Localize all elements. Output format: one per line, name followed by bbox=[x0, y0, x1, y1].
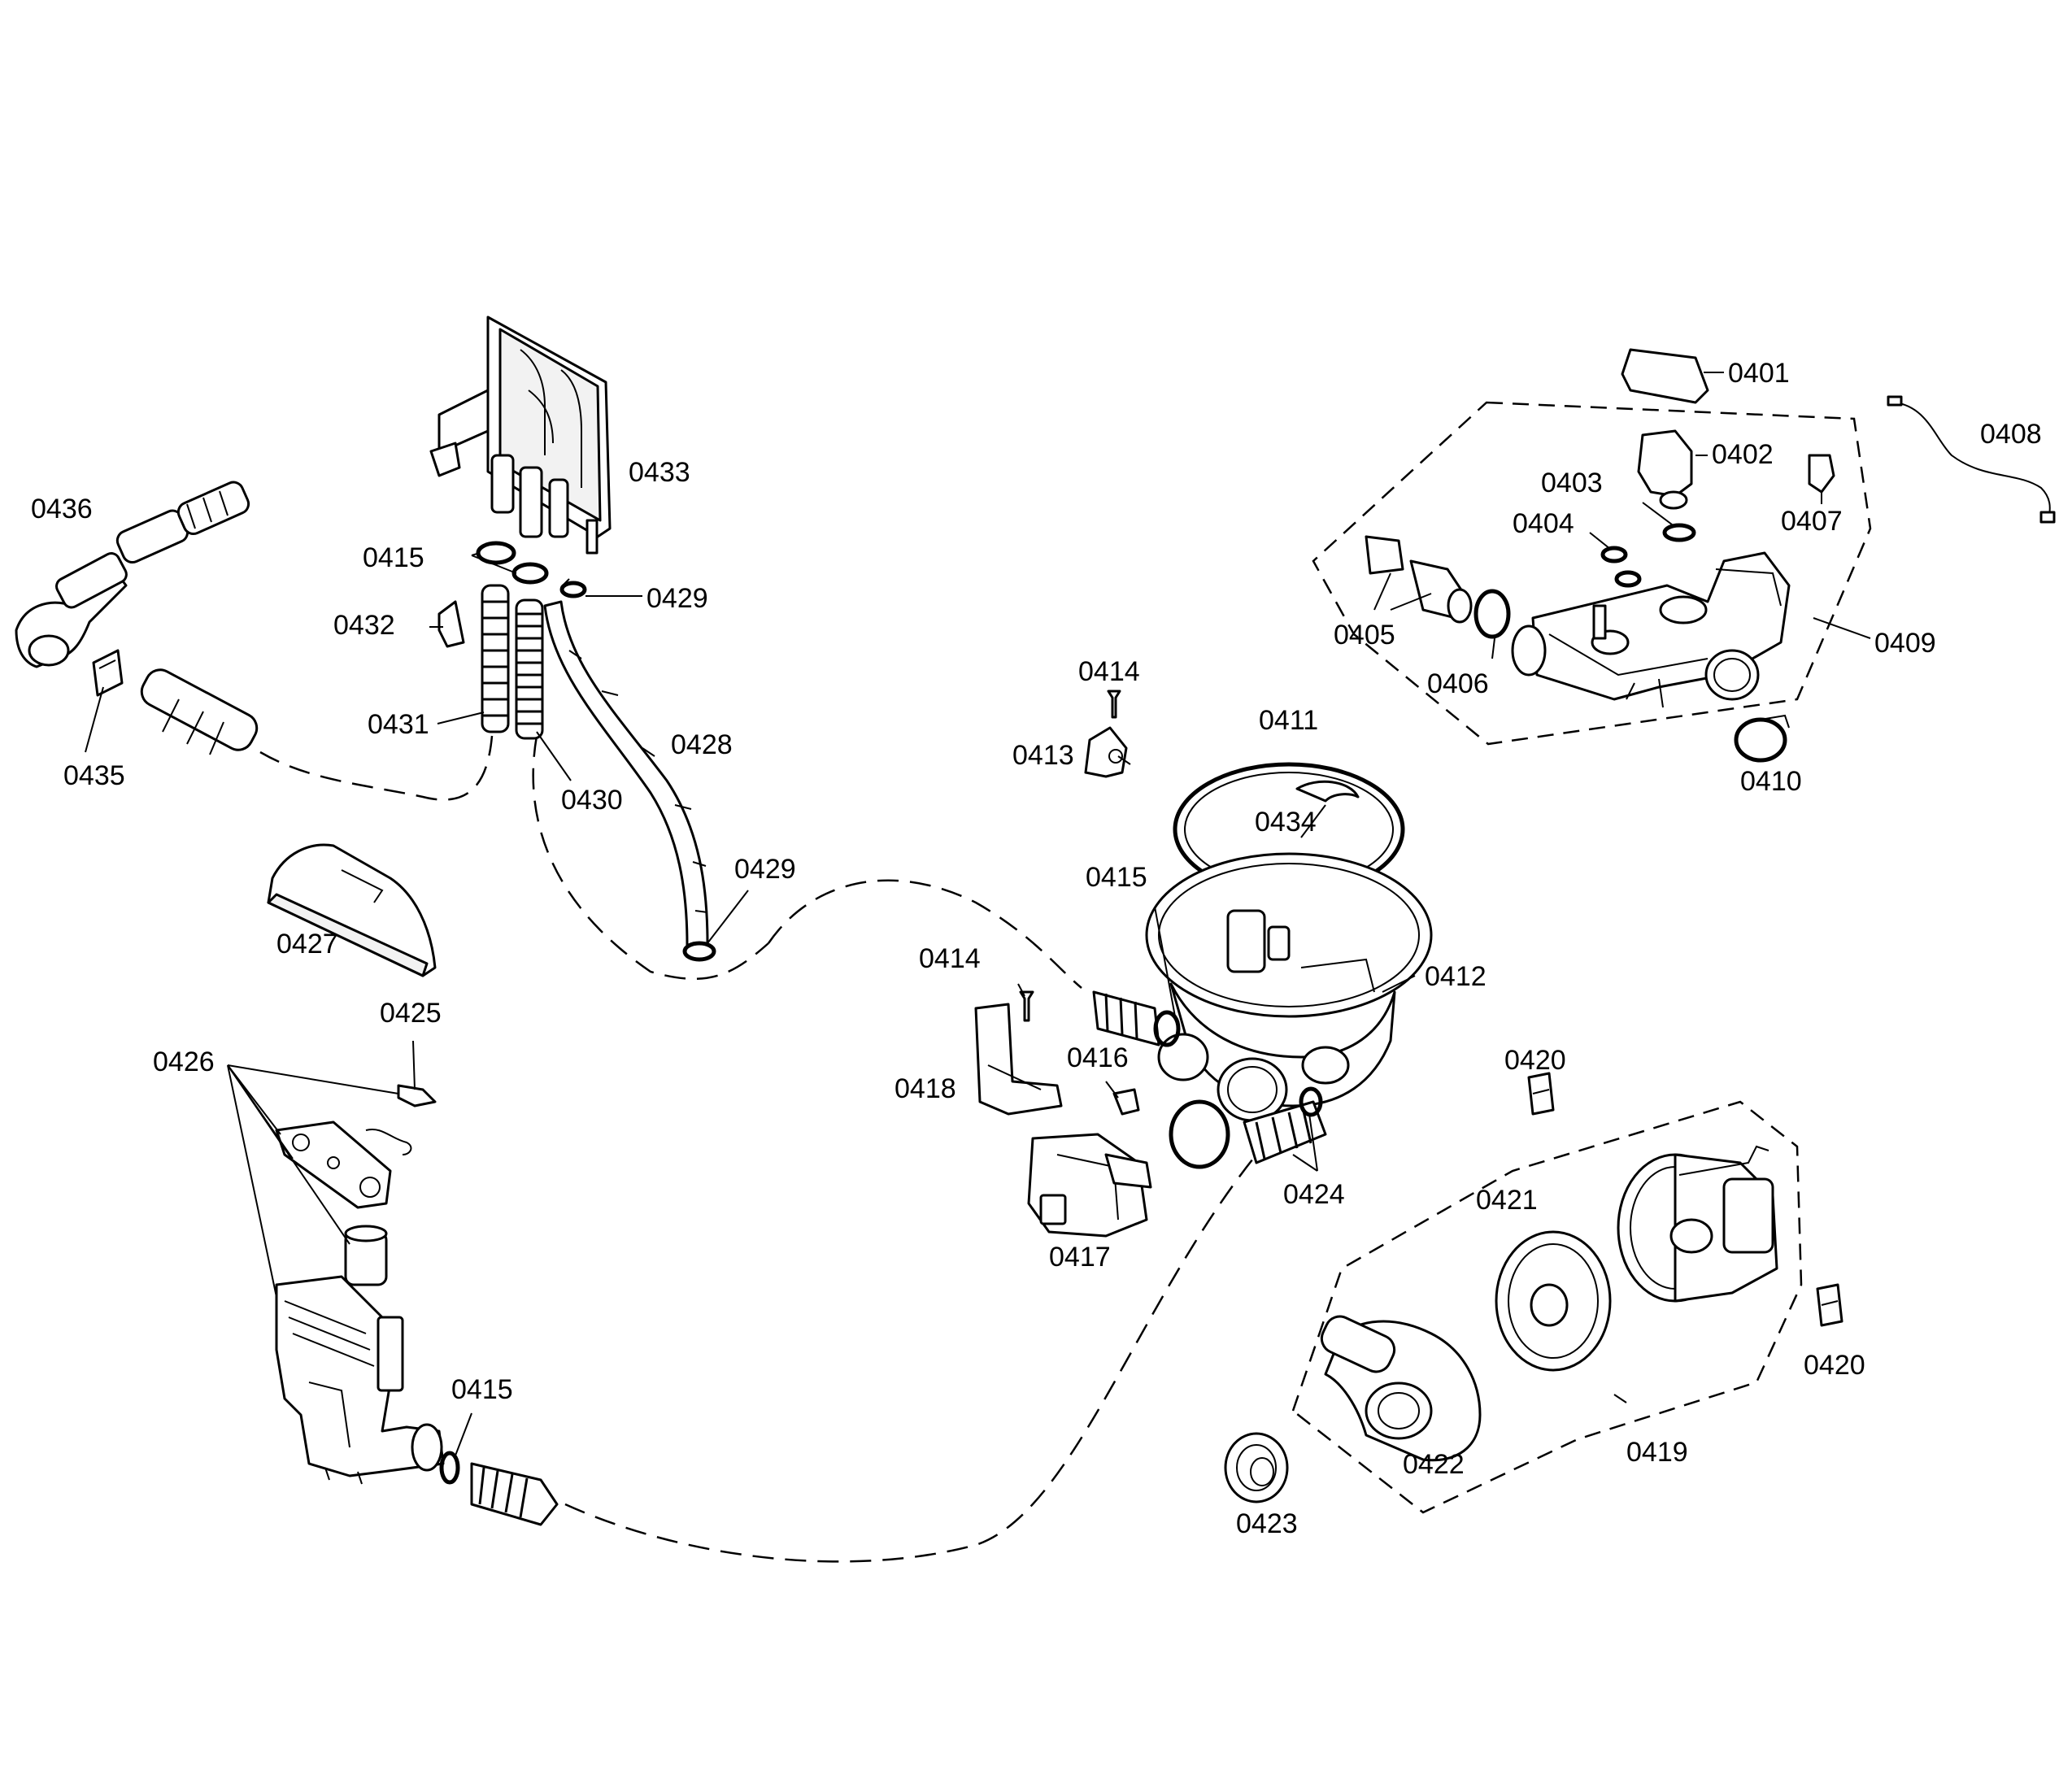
part-0424-large-seal-ring bbox=[1169, 1099, 1230, 1169]
label-0429-top: 0429 bbox=[646, 583, 708, 614]
label-0435: 0435 bbox=[63, 760, 125, 791]
label-0415-top: 0415 bbox=[363, 542, 424, 573]
part-0412-sump-housing bbox=[1145, 852, 1433, 1122]
label-0431: 0431 bbox=[368, 709, 429, 740]
part-0429-clamp-bottom bbox=[682, 941, 716, 962]
label-0427: 0427 bbox=[276, 929, 338, 959]
label-0419: 0419 bbox=[1626, 1437, 1688, 1468]
label-0417: 0417 bbox=[1049, 1242, 1111, 1273]
label-0425: 0425 bbox=[380, 998, 442, 1029]
label-0408: 0408 bbox=[1980, 419, 2042, 450]
label-0429-bottom: 0429 bbox=[734, 854, 796, 885]
part-0414-screw-top bbox=[1107, 690, 1121, 719]
part-0418-bracket bbox=[974, 1003, 1063, 1116]
part-0435-clip bbox=[92, 649, 124, 697]
label-0420-right: 0420 bbox=[1804, 1350, 1865, 1381]
part-0424-bellows bbox=[1243, 1100, 1327, 1164]
part-0401-cap bbox=[1621, 348, 1709, 404]
part-0406-seal-ring bbox=[1473, 589, 1511, 639]
part-0423-grommet bbox=[1224, 1432, 1289, 1503]
part-0419-motor-housing bbox=[1617, 1145, 1778, 1303]
label-0411: 0411 bbox=[1259, 705, 1318, 736]
label-0416: 0416 bbox=[1067, 1042, 1129, 1073]
part-0426-float bbox=[344, 1225, 388, 1286]
label-0428: 0428 bbox=[671, 729, 733, 760]
label-0403: 0403 bbox=[1541, 468, 1603, 498]
label-0430: 0430 bbox=[561, 785, 623, 816]
hose-route-drain bbox=[564, 1154, 1257, 1563]
label-0404: 0404 bbox=[1513, 508, 1574, 539]
part-0416-clip bbox=[1112, 1088, 1140, 1116]
label-0434: 0434 bbox=[1255, 807, 1317, 838]
part-0420-clip-top bbox=[1527, 1072, 1555, 1116]
label-0422: 0422 bbox=[1403, 1449, 1465, 1480]
label-0418: 0418 bbox=[895, 1073, 956, 1104]
label-0423: 0423 bbox=[1236, 1508, 1298, 1539]
part-drain-bellows bbox=[470, 1462, 559, 1526]
label-0407: 0407 bbox=[1781, 506, 1843, 537]
label-0420-top: 0420 bbox=[1504, 1045, 1566, 1076]
part-0402-sensor bbox=[1637, 429, 1693, 510]
label-0415-lower: 0415 bbox=[451, 1374, 513, 1405]
part-0425-clip bbox=[397, 1084, 437, 1107]
part-0429-clamp-top bbox=[559, 578, 587, 598]
part-0413-holder bbox=[1084, 726, 1128, 778]
part-0415-bellows-mid bbox=[1092, 990, 1160, 1046]
part-0404-seal-ring-2 bbox=[1614, 570, 1642, 588]
label-0410: 0410 bbox=[1740, 766, 1802, 797]
part-0403-seal-ring bbox=[1662, 523, 1696, 542]
part-0407-clip bbox=[1808, 454, 1835, 494]
hose-route-0436 bbox=[259, 735, 494, 801]
part-0414-screw-mid bbox=[1019, 990, 1034, 1022]
label-0414-top: 0414 bbox=[1078, 656, 1140, 687]
label-0433: 0433 bbox=[629, 457, 690, 488]
part-0417-pump-motor bbox=[1027, 1133, 1152, 1238]
part-0408-wire bbox=[1887, 395, 2056, 524]
part-0415-seal-ring-lower bbox=[439, 1451, 460, 1485]
leader-lines bbox=[85, 372, 1871, 1456]
part-0427-cover bbox=[267, 843, 437, 977]
label-0421: 0421 bbox=[1476, 1185, 1538, 1216]
label-0424: 0424 bbox=[1283, 1179, 1345, 1210]
label-0426: 0426 bbox=[153, 1046, 215, 1077]
hose-route-0430 bbox=[532, 735, 769, 981]
part-0410-hose-clamp bbox=[1734, 714, 1790, 763]
label-0405: 0405 bbox=[1334, 620, 1395, 651]
part-0415-seal-ring-mid bbox=[1153, 1010, 1181, 1047]
part-labels: 0401 0402 0403 0404 0405 0406 0407 0408 … bbox=[31, 358, 2042, 1539]
label-0406: 0406 bbox=[1427, 668, 1489, 699]
part-0434-fine-filter-insert bbox=[1295, 780, 1360, 803]
part-0430-corrugated-hose bbox=[515, 598, 544, 740]
part-0433-water-distributor bbox=[429, 315, 612, 555]
part-0420-clip-right bbox=[1816, 1283, 1843, 1327]
part-0421-impeller-cover bbox=[1495, 1230, 1612, 1372]
part-0426-pump-housing bbox=[275, 1275, 445, 1485]
label-0409: 0409 bbox=[1874, 628, 1936, 659]
label-0412: 0412 bbox=[1425, 961, 1487, 992]
part-0432-bracket bbox=[437, 600, 465, 648]
part-0436-inlet-hose-end bbox=[140, 668, 259, 755]
group-boundary-0409 bbox=[1312, 401, 1872, 746]
label-0432: 0432 bbox=[333, 610, 395, 641]
label-0413: 0413 bbox=[1012, 740, 1074, 771]
part-0422-pump-volute bbox=[1320, 1315, 1482, 1462]
group-boundary-0419 bbox=[1291, 1100, 1803, 1514]
part-0426-spring-wire bbox=[365, 1129, 412, 1155]
part-0436-inlet-elbow-hose bbox=[15, 481, 250, 668]
label-0402: 0402 bbox=[1712, 439, 1774, 470]
label-0415-mid: 0415 bbox=[1086, 862, 1147, 893]
part-0405-heater-switch bbox=[1365, 535, 1473, 624]
part-0409-heater-block bbox=[1511, 551, 1791, 708]
part-0426-mount-plate bbox=[275, 1120, 392, 1209]
hose-route-sump bbox=[767, 879, 1082, 989]
part-0431-corrugated-hose bbox=[481, 584, 510, 733]
part-0415-seal-ring-top-2 bbox=[511, 562, 549, 585]
part-0404-seal-ring-1 bbox=[1600, 546, 1628, 564]
label-0436: 0436 bbox=[31, 494, 93, 524]
part-0424-small-seal-ring bbox=[1299, 1086, 1323, 1117]
label-0401: 0401 bbox=[1728, 358, 1790, 389]
label-0414-mid: 0414 bbox=[919, 943, 981, 974]
